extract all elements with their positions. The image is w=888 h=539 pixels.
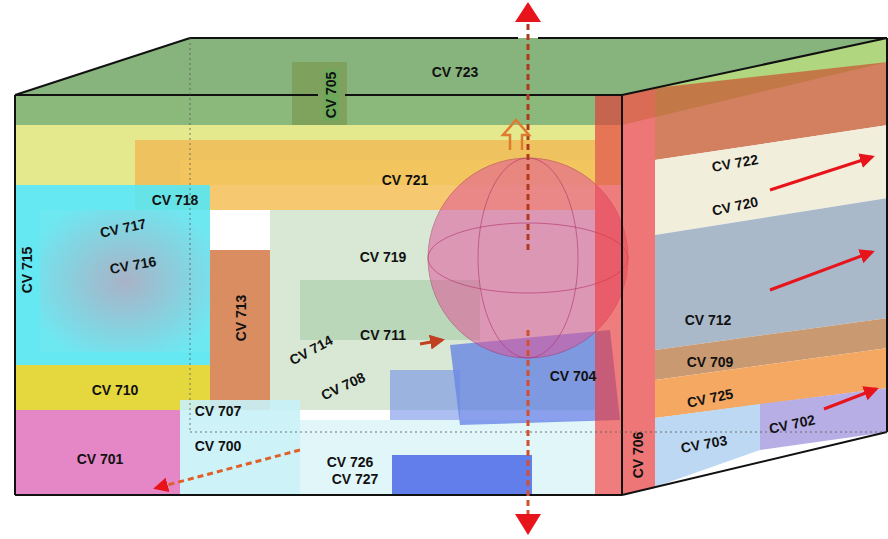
arrow-head bbox=[515, 514, 541, 535]
cube-edge bbox=[190, 37, 518, 39]
cube-edge bbox=[622, 38, 887, 95]
callout-label: CV 708 bbox=[317, 368, 370, 404]
callout-label: CV 723 bbox=[430, 64, 481, 80]
lower-region bbox=[300, 420, 595, 495]
callout-label: CV 706 bbox=[630, 430, 646, 481]
cv713-column bbox=[210, 250, 270, 410]
callout-label: CV 704 bbox=[548, 368, 599, 384]
flow-line bbox=[527, 8, 530, 250]
callout-label: CV 719 bbox=[358, 249, 409, 265]
cube-edge bbox=[15, 94, 318, 96]
cv702-band bbox=[760, 388, 888, 450]
cube-edge bbox=[886, 38, 888, 432]
callout-label: CV 717 bbox=[97, 215, 150, 241]
callout-label: CV 722 bbox=[709, 151, 762, 176]
callout-label: CV 721 bbox=[380, 172, 431, 188]
cv715-box bbox=[15, 185, 210, 365]
blue-block bbox=[390, 370, 460, 420]
outflow-arrow bbox=[770, 252, 872, 290]
callout-label: CV 713 bbox=[233, 293, 249, 344]
callout-label: CV 705 bbox=[323, 70, 339, 121]
cv716-box bbox=[40, 210, 210, 352]
cube-edge bbox=[14, 95, 16, 495]
arrow-head bbox=[515, 2, 541, 22]
cube-edge bbox=[15, 494, 622, 496]
cube-edge bbox=[622, 432, 887, 495]
callout-label: CV 727 bbox=[330, 471, 381, 487]
callout-label: CV 700 bbox=[193, 438, 244, 454]
cv701-box bbox=[15, 410, 180, 495]
flow-line bbox=[527, 330, 530, 515]
outflow-arrow bbox=[770, 157, 872, 190]
callout-label: CV 703 bbox=[678, 432, 731, 457]
callout-label: CV 709 bbox=[685, 354, 736, 370]
hollow-arrow bbox=[503, 120, 529, 150]
cv706-side bbox=[622, 88, 655, 495]
cube-edge bbox=[621, 95, 623, 495]
cube-edge bbox=[538, 37, 887, 39]
cv700-box bbox=[180, 400, 300, 495]
cube-edge bbox=[345, 94, 622, 96]
callout-label: CV 702 bbox=[766, 411, 819, 437]
cv727-box bbox=[392, 455, 532, 495]
callout-label: CV 718 bbox=[150, 192, 201, 208]
flow-arrow bbox=[420, 340, 442, 344]
callout-label: CV 715 bbox=[19, 245, 35, 296]
cv706-column bbox=[595, 95, 622, 495]
callout-label: CV 710 bbox=[90, 382, 141, 398]
callout-label: CV 725 bbox=[684, 385, 737, 411]
callout-label: CV 714 bbox=[285, 331, 337, 369]
callout-label: CV 726 bbox=[325, 454, 376, 470]
outflow-arrow bbox=[824, 389, 876, 409]
hidden-edge bbox=[190, 38, 191, 432]
cv705-box bbox=[292, 62, 347, 125]
callout-label: CV 701 bbox=[75, 451, 126, 467]
callout-label: CV 707 bbox=[193, 403, 244, 419]
callout-label: CV 716 bbox=[107, 253, 160, 278]
cube-edge bbox=[15, 38, 190, 95]
callout-label: CV 711 bbox=[358, 327, 408, 343]
outflow-arrow bbox=[156, 450, 300, 488]
callout-label: CV 720 bbox=[709, 193, 762, 219]
callout-label: CV 712 bbox=[683, 312, 734, 328]
